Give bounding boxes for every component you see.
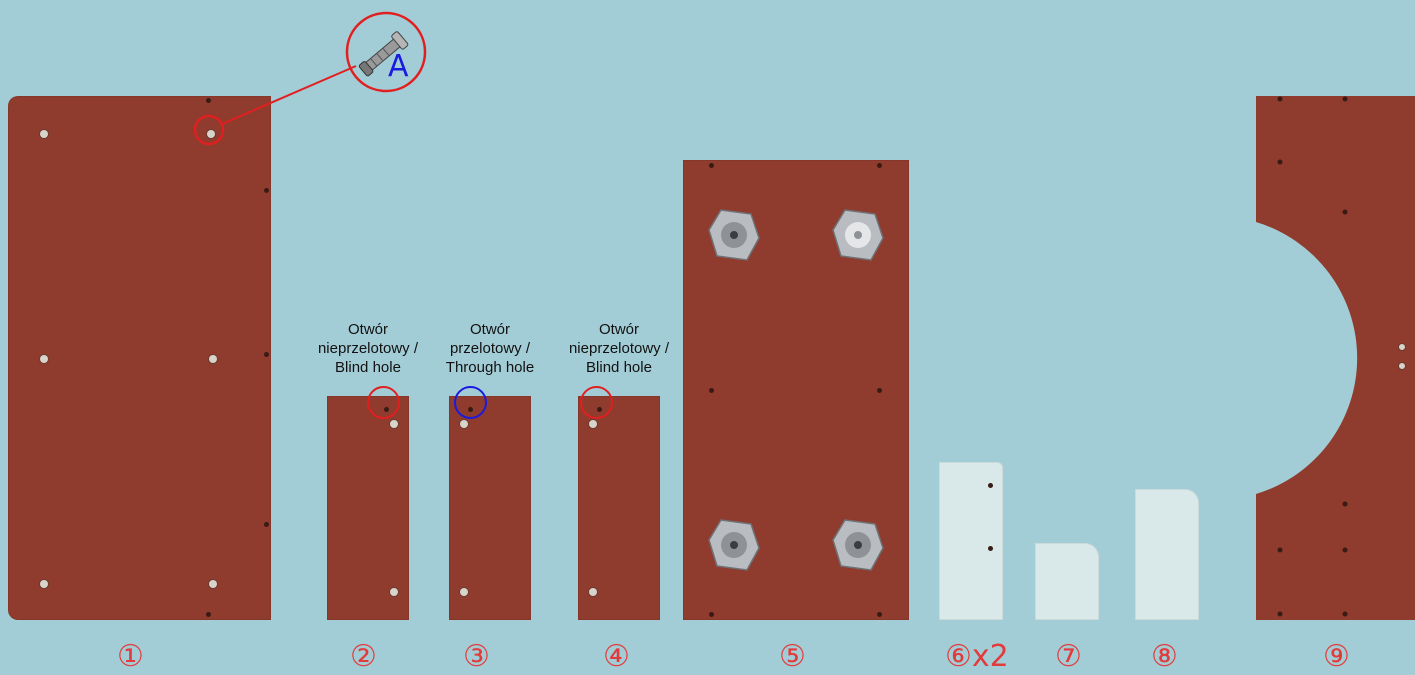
drill-hole: [877, 163, 882, 168]
hole-label-line: Through hole: [420, 358, 560, 377]
mounting-plate-icon: [707, 208, 761, 262]
hole-label-blind: Otwór nieprzelotowy / Blind hole: [298, 320, 438, 377]
hole-label-line: Otwór: [298, 320, 438, 339]
panel-1: [8, 96, 271, 620]
part-number-8: ⑧: [1151, 640, 1178, 674]
drill-hole: [877, 388, 882, 393]
part-number-7: ⑦: [1055, 640, 1082, 674]
hole-label-line: nieprzelotowy /: [549, 339, 689, 358]
through-hole-marker: [454, 386, 487, 419]
cam-bolt-hole: [209, 355, 217, 363]
part-number-5: ⑤: [779, 640, 806, 674]
drill-hole: [709, 612, 714, 617]
part-number-4: ④: [603, 640, 630, 674]
dowel-hole: [460, 588, 468, 596]
part-number-1: ①: [117, 640, 144, 674]
mounting-plate-icon: [831, 208, 885, 262]
hole-label-line: Blind hole: [549, 358, 689, 377]
panel-4: [578, 396, 660, 620]
drill-hole: [264, 188, 269, 193]
panel-3: [449, 396, 531, 620]
part-number-3: ③: [463, 640, 490, 674]
drill-hole: [206, 98, 211, 103]
cam-bolt-hole: [40, 580, 48, 588]
panel-6: [939, 462, 1003, 620]
cam-bolt-hole: [209, 580, 217, 588]
hole-label-line: przelotowy /: [420, 339, 560, 358]
drill-hole: [877, 612, 882, 617]
blind-hole-marker: [580, 386, 613, 419]
drill-hole: [264, 352, 269, 357]
cam-bolt-hole: [40, 130, 48, 138]
hole-label-line: Blind hole: [298, 358, 438, 377]
hole-label-line: Otwór: [549, 320, 689, 339]
panel-9: [1256, 96, 1415, 620]
drill-hole: [988, 546, 993, 551]
panel-7: [1035, 543, 1099, 620]
part-number-2: ②: [350, 640, 377, 674]
callout-letter: A: [388, 50, 409, 84]
dowel-hole: [390, 420, 398, 428]
drill-hole: [709, 388, 714, 393]
drill-hole: [709, 163, 714, 168]
panel-2: [327, 396, 409, 620]
dowel-hole: [460, 420, 468, 428]
dowel-hole: [390, 588, 398, 596]
dowel-hole: [589, 588, 597, 596]
part-number-9: ⑨: [1323, 640, 1350, 674]
hole-label-line: Otwór: [420, 320, 560, 339]
blind-hole-marker: [367, 386, 400, 419]
hole-label-through: Otwór przelotowy / Through hole: [420, 320, 560, 377]
part-number-6: ⑥x2: [945, 640, 1009, 674]
dowel-hole: [589, 420, 597, 428]
panel-8: [1135, 489, 1199, 620]
drill-hole: [264, 522, 269, 527]
cam-bolt-hole: [40, 355, 48, 363]
hole-label-blind: Otwór nieprzelotowy / Blind hole: [549, 320, 689, 377]
drill-hole: [988, 483, 993, 488]
hole-label-line: nieprzelotowy /: [298, 339, 438, 358]
mounting-plate-icon: [831, 518, 885, 572]
drill-hole: [206, 612, 211, 617]
panel-5: [683, 160, 909, 620]
mounting-plate-icon: [707, 518, 761, 572]
cam-bolt-hole: [207, 130, 215, 138]
